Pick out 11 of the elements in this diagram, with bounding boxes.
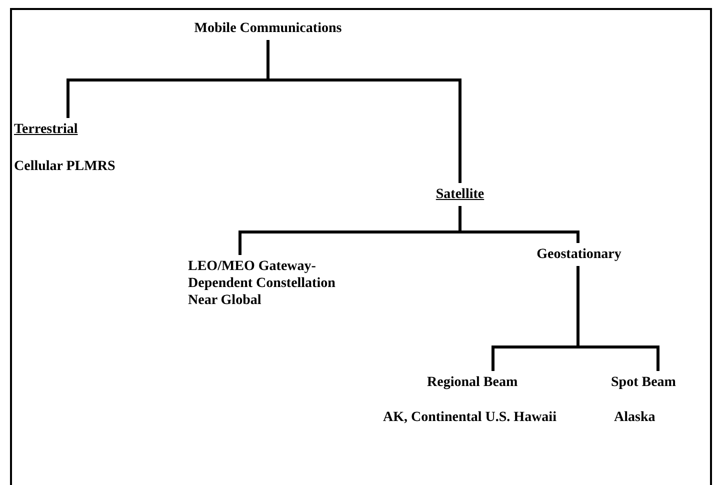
category-label: Mobile Communications [194,20,342,37]
category-label: Regional Beam [427,374,518,391]
example-text: AK, Continental U.S. Hawaii [383,409,556,426]
tree-connector [266,40,462,183]
category-label: Terrestrial [14,121,78,138]
category-label: LEO/MEO Gateway-Dependent Constellation Near Global [188,258,336,309]
category-label: Satellite [436,186,484,203]
category-label: Spot Beam [611,374,676,391]
example-text: Cellular PLMRS [14,158,116,175]
category-label: Geostationary [536,246,622,263]
example-text: Alaska [614,409,656,426]
